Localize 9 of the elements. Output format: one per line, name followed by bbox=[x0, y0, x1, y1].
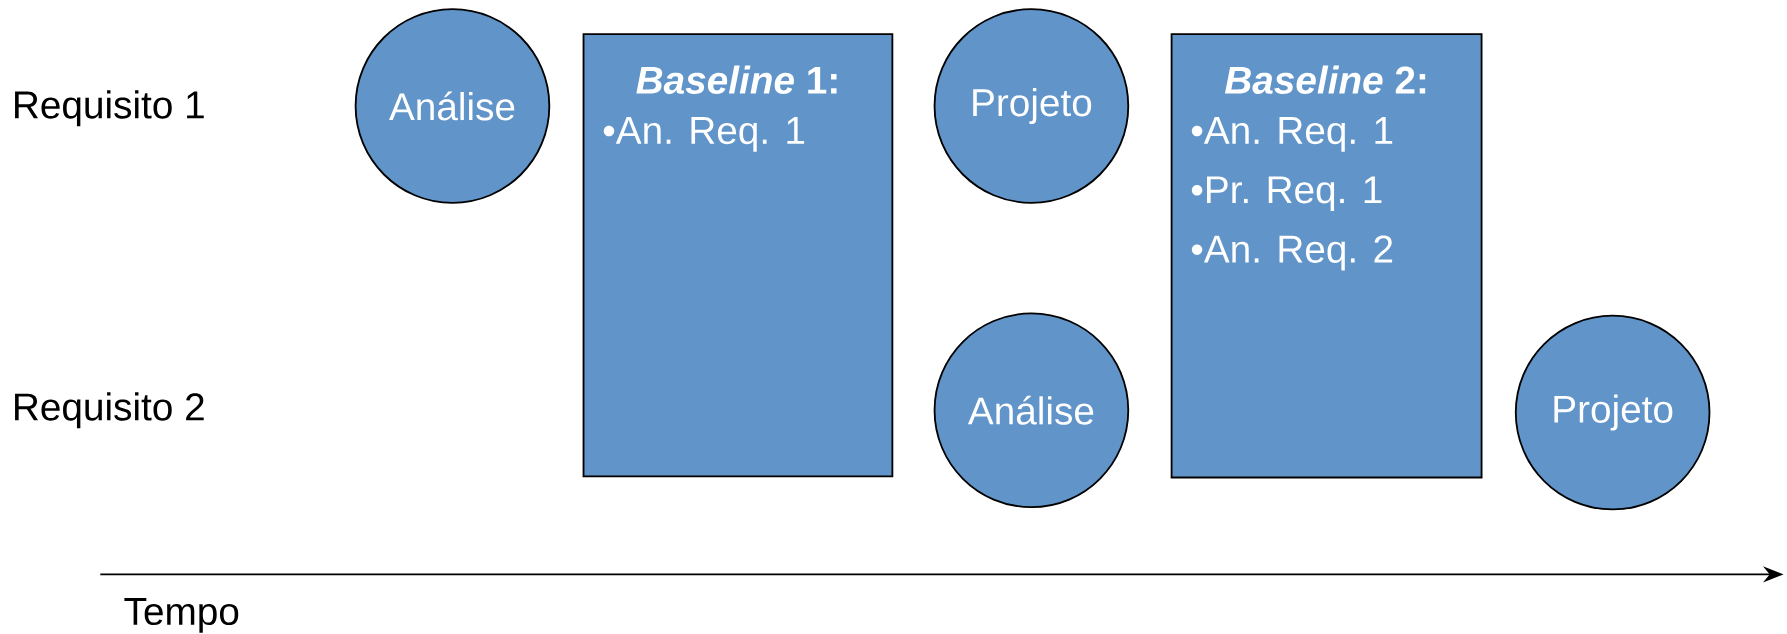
box-heading: Baseline 2: bbox=[1224, 65, 1426, 95]
row-label: Requisito 1 bbox=[15, 90, 204, 127]
row-label: Tempo bbox=[124, 598, 239, 633]
bullet-item: •Pr. Req. 1 bbox=[1191, 176, 1382, 212]
bullet-item: •An. Req. 2 bbox=[1191, 235, 1393, 271]
box-heading: Baseline 1: bbox=[636, 65, 837, 95]
bullet-item: •An. Req. 1 bbox=[603, 117, 805, 152]
bullet-item: •An. Req. 1 bbox=[1191, 117, 1393, 152]
row-label: Requisito 2 bbox=[15, 392, 204, 429]
